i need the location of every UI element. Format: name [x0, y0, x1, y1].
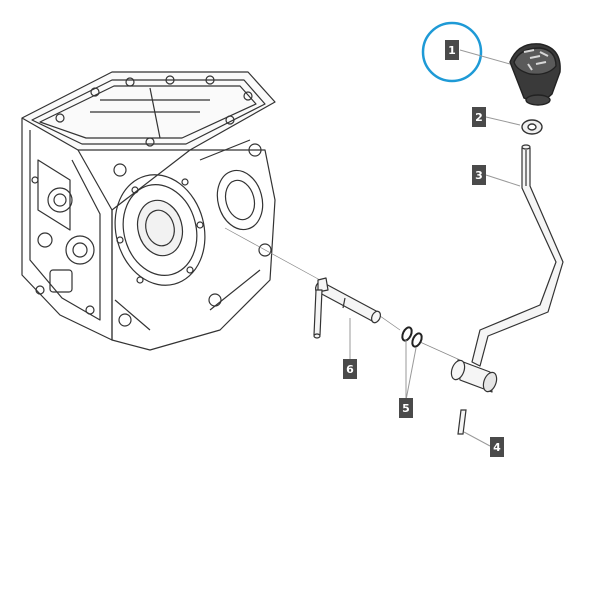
- callout-4-number: 4: [493, 441, 501, 454]
- part-2-nut: [521, 119, 543, 135]
- alignment-lines: [224, 227, 461, 361]
- part-5-o-rings: [401, 326, 423, 348]
- highlight-circle: [421, 21, 483, 83]
- callout-6-number: 6: [346, 363, 354, 376]
- part-4-roll-pin: [457, 409, 467, 435]
- leader-lines: [349, 49, 521, 447]
- callout-3-number: 3: [475, 169, 483, 182]
- callout-6: 6: [343, 359, 357, 379]
- transmission-housing: [21, 71, 276, 351]
- part-1-gear-knob: [509, 43, 561, 106]
- callout-5-number: 5: [402, 402, 410, 415]
- callout-5: 5: [399, 398, 413, 418]
- callout-2-number: 2: [475, 111, 483, 124]
- part-3-gear-lever: [450, 144, 564, 393]
- callout-2: 2: [472, 107, 486, 127]
- callout-1: 1: [445, 40, 459, 60]
- callout-3: 3: [472, 165, 486, 185]
- callout-1-number: 1: [448, 44, 456, 57]
- callout-4: 4: [490, 437, 504, 457]
- part-6-selector-shaft: [313, 277, 382, 339]
